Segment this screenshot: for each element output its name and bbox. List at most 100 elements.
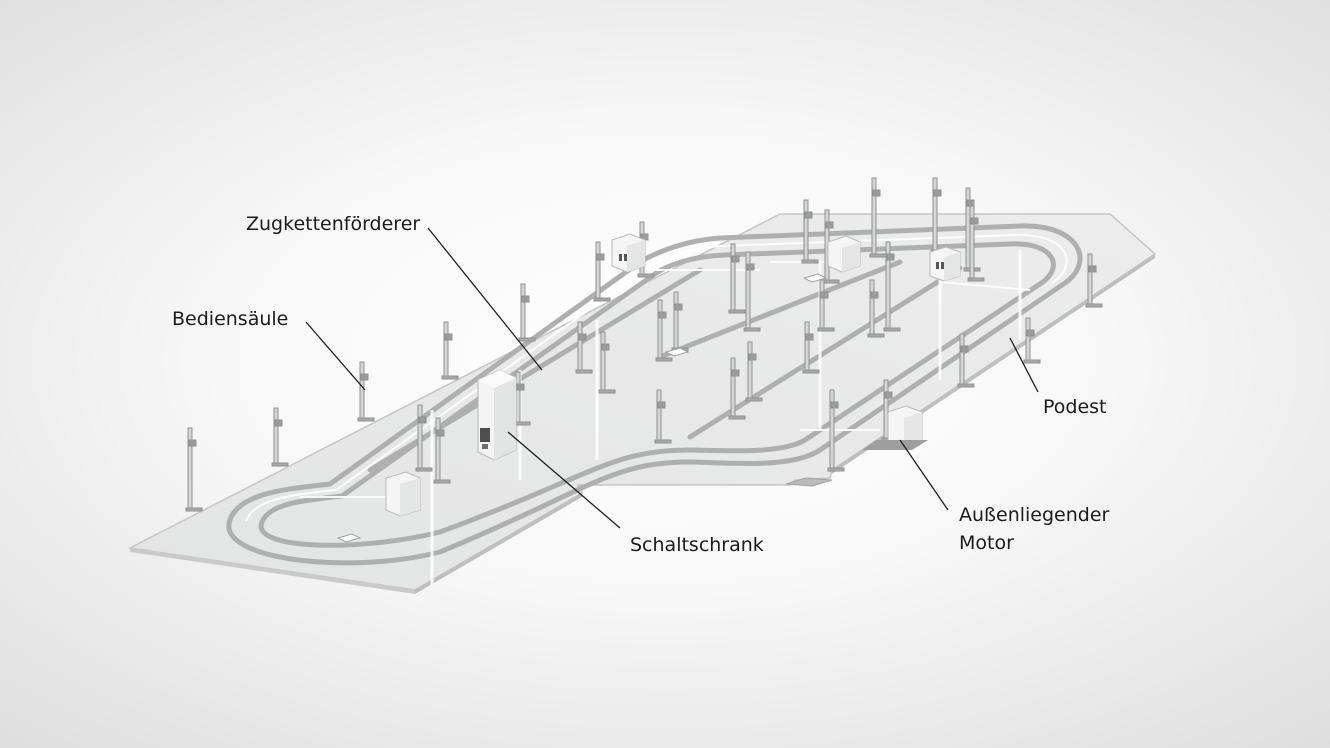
operator-column (1025, 317, 1031, 363)
motor-boxes (385, 233, 961, 517)
operator-column-base (518, 337, 536, 342)
label-bediensaeule: Bediensäule (172, 308, 289, 330)
operator-column-panel (731, 255, 740, 263)
operator-column-panel (657, 401, 666, 409)
operator-column-panel (960, 345, 969, 353)
operator-column (443, 321, 449, 379)
operator-column-base (1023, 359, 1041, 364)
motor-box-back-middle (827, 235, 861, 273)
operator-column-panel (188, 439, 197, 447)
leader-bediensaeule (305, 321, 366, 391)
operator-column-panel (674, 303, 683, 311)
label-schaltschrank: Schaltschrank (630, 534, 764, 556)
operator-column (730, 357, 736, 419)
operator-column-panel (884, 391, 893, 399)
operator-column-panel (970, 217, 979, 225)
motor-box-front-left (385, 471, 421, 517)
motor-box-back-left (611, 233, 646, 273)
operator-column-panel (521, 295, 530, 303)
operator-column-panel (516, 383, 525, 391)
operator-column-panel (746, 263, 755, 271)
label-motor: Außenliegender Motor (959, 501, 1109, 557)
operator-column-base (654, 439, 672, 444)
control-cabinet (477, 369, 517, 461)
operator-column-base (593, 297, 611, 302)
operator-column-base (745, 397, 763, 402)
operator-column (1087, 253, 1093, 307)
leader-podest (1009, 337, 1039, 393)
operator-column-base (575, 369, 593, 374)
operator-column-base (802, 369, 820, 374)
operator-column-panel (820, 291, 829, 299)
operator-column-panel (805, 333, 814, 341)
motor-box-back-right (929, 246, 961, 282)
operator-column (819, 279, 825, 331)
operator-column (969, 205, 975, 281)
operator-column-base (433, 479, 451, 484)
operator-column (883, 379, 889, 441)
operator-column-base (1085, 303, 1103, 308)
operator-column-base (967, 277, 985, 282)
operator-column (747, 341, 753, 401)
label-motor-line2: Motor (959, 532, 1014, 554)
leader-zugkettenfoerderer (427, 227, 543, 371)
operator-column-panel (578, 333, 587, 341)
operator-column-panel (748, 353, 757, 361)
operator-column-panel (436, 429, 445, 437)
operator-column (577, 321, 583, 373)
operator-column (515, 371, 521, 425)
operator-column-base (957, 383, 975, 388)
operator-column (600, 331, 606, 393)
operator-column-base (728, 415, 746, 420)
motor-box-front-right (862, 405, 928, 450)
floor-hatches (336, 273, 833, 543)
operator-column (673, 291, 679, 351)
operator-column-panel (444, 333, 453, 341)
operator-column-base (801, 259, 819, 264)
operator-column-panel (830, 401, 839, 409)
operator-column-panel (933, 189, 942, 197)
operator-column-base (637, 273, 655, 278)
operator-column-panel (274, 419, 283, 427)
operator-column-panel (870, 291, 879, 299)
label-zugkettenfoerderer: Zugkettenförderer (246, 213, 421, 235)
leader-schaltschrank (507, 431, 621, 529)
operator-column-panel (596, 253, 605, 261)
operator-column (435, 417, 441, 483)
operator-column-base (827, 467, 845, 472)
operator-column-panel (731, 369, 740, 377)
operator-column (869, 279, 875, 337)
operator-column (520, 283, 526, 341)
leader-motor (899, 439, 949, 511)
operator-column-base (817, 327, 835, 332)
operator-column-base (441, 375, 459, 380)
operator-column-panel (966, 199, 975, 207)
operator-column-panel (360, 373, 369, 381)
operator-column-base (271, 462, 289, 467)
label-podest: Podest (1043, 396, 1107, 418)
operator-column-panel (418, 416, 427, 424)
operator-column (273, 407, 279, 466)
operator-column-panel (1088, 265, 1097, 273)
operator-column (657, 299, 663, 361)
operator-column-base (743, 327, 761, 332)
leader-lines (305, 227, 1039, 529)
operator-column-base (357, 417, 375, 422)
operator-column-base (822, 279, 840, 284)
operator-column-panel (658, 311, 667, 319)
operator-column-panel (886, 253, 895, 261)
operator-column-base (655, 357, 673, 362)
operator-column-base (869, 253, 887, 258)
operator-column-panel (1026, 329, 1035, 337)
operator-column-panel (804, 211, 813, 219)
operator-column (932, 177, 938, 253)
operator-column-base (867, 333, 885, 338)
operator-column-base (883, 327, 901, 332)
operator-column (803, 199, 809, 263)
operator-column-base (415, 467, 433, 472)
operator-column (359, 361, 365, 421)
operator-column-panel (601, 343, 610, 351)
operator-column (417, 404, 423, 471)
operator-column (656, 389, 662, 443)
